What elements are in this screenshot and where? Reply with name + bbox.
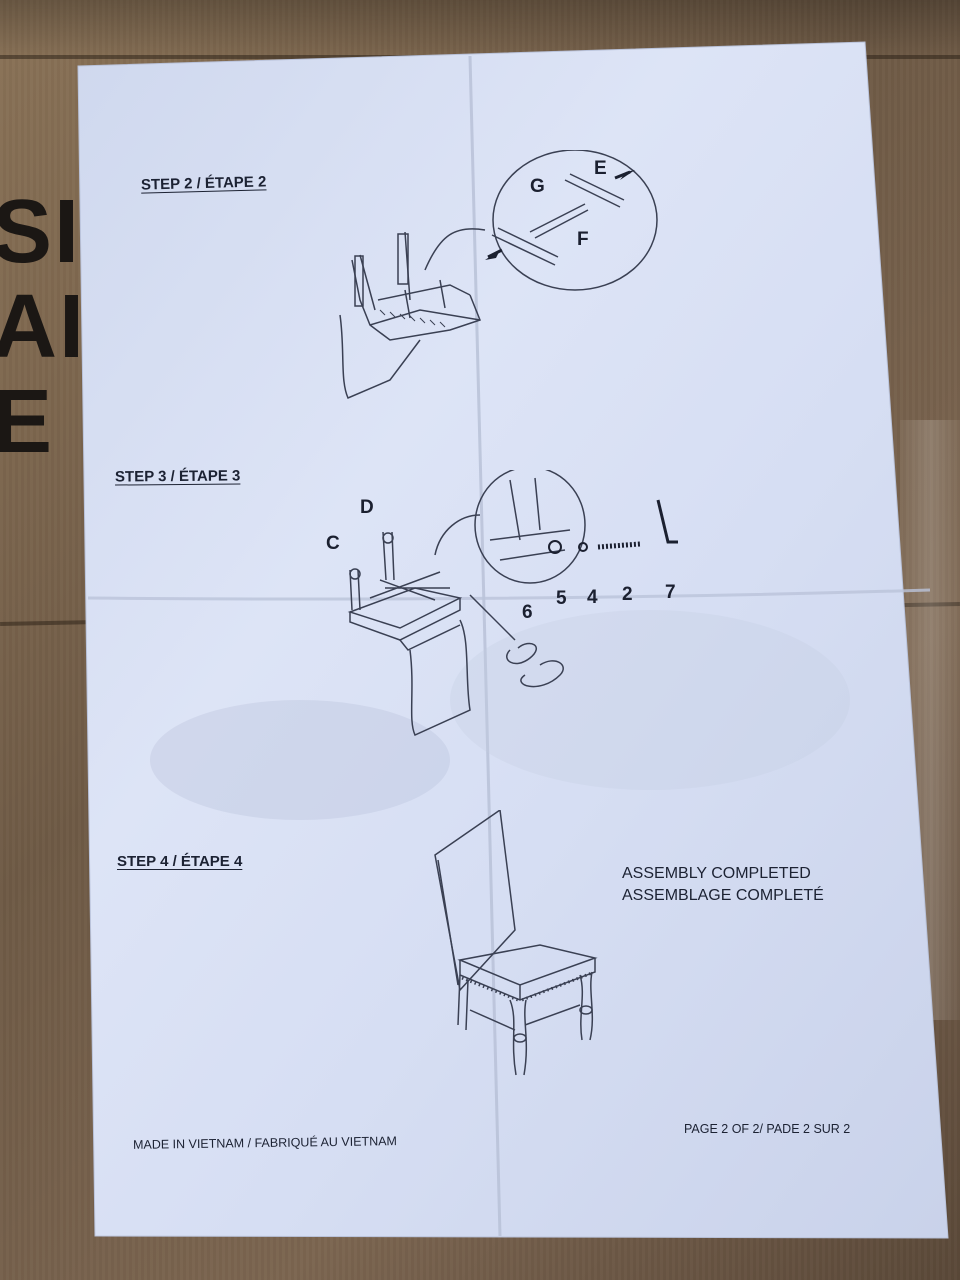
- part-label-7: 7: [665, 582, 676, 603]
- part-label-4: 4: [587, 587, 598, 608]
- part-label-5: 5: [556, 588, 567, 609]
- box-printed-text: SI AI E: [0, 182, 86, 472]
- step-4-label: STEP 4 / ÉTAPE 4: [117, 853, 243, 870]
- step-3-illustration: [347, 470, 678, 736]
- page-number-text: PAGE 2 OF 2/ PADE 2 SUR 2: [684, 1122, 851, 1136]
- part-label-g: G: [530, 176, 545, 197]
- part-label-d: D: [360, 497, 374, 518]
- completion-line-en: ASSEMBLY COMPLETED: [622, 865, 811, 882]
- part-label-c: C: [326, 533, 340, 554]
- part-label-f: F: [577, 229, 589, 250]
- completion-line-fr: ASSEMBLAGE COMPLETÉ: [622, 887, 824, 904]
- part-label-6: 6: [522, 602, 533, 623]
- part-label-e: E: [594, 158, 607, 179]
- part-label-2: 2: [622, 584, 633, 605]
- step-4-chair-illustration: [434, 810, 598, 1076]
- step-2-label: STEP 2 / ÉTAPE 2: [140, 173, 267, 194]
- step-3-label: STEP 3 / ÉTAPE 3: [114, 467, 241, 486]
- step-2-illustration: [339, 150, 658, 399]
- assembly-completed-text: ASSEMBLY COMPLETED ASSEMBLAGE COMPLETÉ: [622, 863, 824, 907]
